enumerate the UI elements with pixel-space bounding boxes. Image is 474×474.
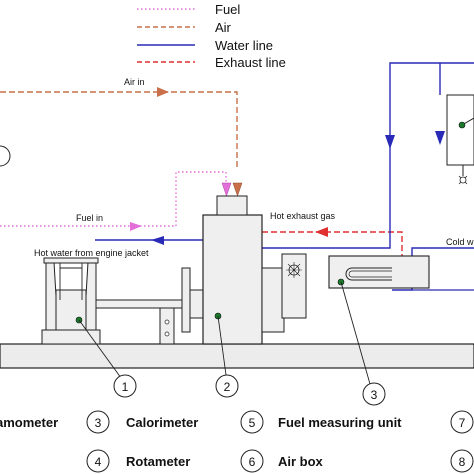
calorimeter-shell xyxy=(328,255,430,289)
callout-3-leader xyxy=(340,281,371,385)
test-bed xyxy=(0,343,474,369)
key-item-1-label: amometer xyxy=(0,415,58,430)
key-item-5-label: Fuel measuring unit xyxy=(278,415,402,430)
callout-1 xyxy=(113,374,137,398)
key-item-3-num: 3 xyxy=(95,416,102,430)
air-inlet-arrow xyxy=(232,182,243,197)
fuel-in-label: Fuel in xyxy=(76,213,103,223)
key-item-4-label: Rotameter xyxy=(126,454,190,469)
cold-water-label: Cold w xyxy=(446,237,474,247)
key-item-6-label: Air box xyxy=(278,454,324,469)
flywheel-hub xyxy=(189,289,204,319)
fuel-inlet-arrow xyxy=(221,182,232,197)
callout-2-num: 2 xyxy=(224,380,231,394)
legend: Fuel Air Water line Exhaust line xyxy=(137,2,286,70)
air-line: Air in xyxy=(0,77,238,170)
rotameter-body xyxy=(446,94,474,166)
air-box-partial xyxy=(0,145,11,167)
engine-gear-teeth xyxy=(286,262,302,278)
water-pipe-calorimeter xyxy=(262,62,474,249)
engine xyxy=(202,195,307,345)
calorimeter-coil xyxy=(345,267,392,281)
air-pipe xyxy=(0,91,238,170)
air-flow-arrow xyxy=(157,87,169,97)
calorimeter-coil-inner xyxy=(348,270,392,278)
legend-air-label: Air xyxy=(215,20,232,35)
dyno-yoke xyxy=(59,262,83,300)
dyno-top-bar xyxy=(43,257,99,264)
hot-water-arrow xyxy=(151,236,164,245)
rotameter xyxy=(446,94,474,185)
engine-head xyxy=(216,195,248,216)
engine-block xyxy=(202,214,263,345)
component-key: amometer 3 Calorimeter 5 Fuel measuring … xyxy=(0,410,474,473)
key-item-8-num: 8 xyxy=(459,455,466,469)
fuel-flow-arrow xyxy=(130,222,142,231)
key-item-4-num: 4 xyxy=(95,455,102,469)
air-in-label: Air in xyxy=(124,77,145,87)
coupling-support xyxy=(159,307,175,345)
key-item-7-circle xyxy=(450,410,474,434)
dynamometer xyxy=(41,257,101,345)
fuel-line: Fuel in xyxy=(0,171,227,231)
callouts: 1 2 3 xyxy=(78,281,386,406)
key-item-8-circle xyxy=(450,449,474,473)
legend-water-label: Water line xyxy=(215,38,273,53)
hot-water-line: Hot water from engine jacket xyxy=(34,236,203,258)
key-item-3-circle xyxy=(86,410,110,434)
water-down-arrow xyxy=(385,135,395,149)
callout-1-leader xyxy=(78,319,125,383)
callout-3 xyxy=(362,382,386,406)
key-item-5-num: 5 xyxy=(249,416,256,430)
coupling-bolt-2 xyxy=(164,331,170,337)
callout-2 xyxy=(215,374,239,398)
legend-fuel-label: Fuel xyxy=(215,2,240,17)
rotameter-marker xyxy=(458,121,466,129)
hot-exhaust-label: Hot exhaust gas xyxy=(270,211,336,221)
water-right-down-arrow xyxy=(435,131,445,145)
flywheel xyxy=(181,267,191,333)
exhaust-flow-arrow xyxy=(315,227,328,237)
rotameter-valve-knob xyxy=(459,176,467,184)
hot-water-label: Hot water from engine jacket xyxy=(34,248,149,258)
key-item-3-label: Calorimeter xyxy=(126,415,198,430)
engine-side-housing xyxy=(261,267,285,333)
key-item-5-circle xyxy=(240,410,264,434)
callout-1-num: 1 xyxy=(122,380,129,394)
callout-3-num: 3 xyxy=(371,388,378,402)
calorimeter xyxy=(328,255,430,289)
coupling-bolt-1 xyxy=(164,319,170,325)
callout-2-leader xyxy=(217,315,227,376)
key-item-4-circle xyxy=(86,449,110,473)
key-item-6-num: 6 xyxy=(249,455,256,469)
shaft-coupling xyxy=(95,267,205,345)
fuel-pipe-left xyxy=(0,171,227,227)
legend-exhaust-label: Exhaust line xyxy=(215,55,286,70)
key-item-7-num: 7 xyxy=(459,416,466,430)
key-item-6-circle xyxy=(240,449,264,473)
